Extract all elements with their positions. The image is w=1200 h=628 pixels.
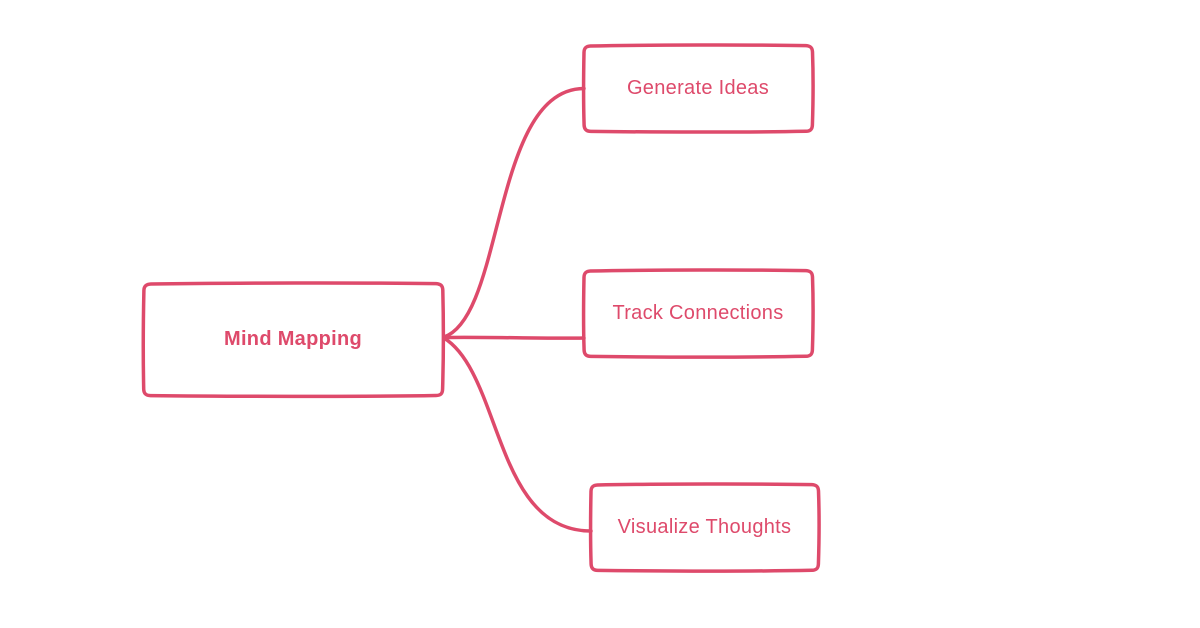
child-node-label-visualize-thoughts[interactable]: Visualize Thoughts (617, 516, 792, 538)
child-node-box-visualize-thoughts[interactable] (588, 482, 821, 573)
child-node-box-track-connections[interactable] (581, 268, 815, 359)
connector-root-to-visualize-thoughts (442, 336, 593, 533)
child-node-label-generate-ideas[interactable]: Generate Ideas (626, 77, 770, 99)
child-node-box-generate-ideas[interactable] (581, 43, 815, 134)
child-node-label-track-connections[interactable]: Track Connections (612, 302, 784, 324)
connector-root-to-generate-ideas (442, 86, 586, 339)
root-node-box[interactable] (141, 281, 446, 399)
root-node-label[interactable]: Mind Mapping (223, 328, 362, 350)
connector-root-to-track-connections (442, 335, 586, 340)
